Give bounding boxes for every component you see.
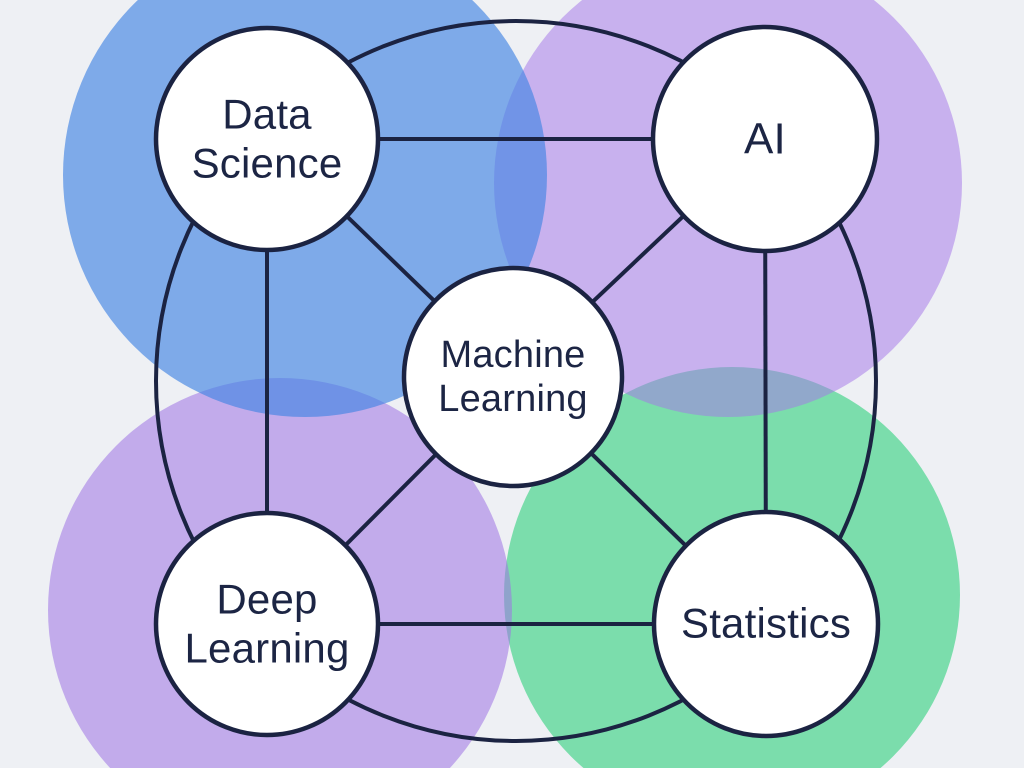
node-ai	[650, 24, 880, 254]
node-deep-learning	[153, 510, 381, 738]
node-machine-learning	[401, 265, 625, 489]
outer-ring	[154, 19, 878, 743]
node-data-science	[153, 25, 381, 253]
node-statistics	[651, 509, 881, 739]
